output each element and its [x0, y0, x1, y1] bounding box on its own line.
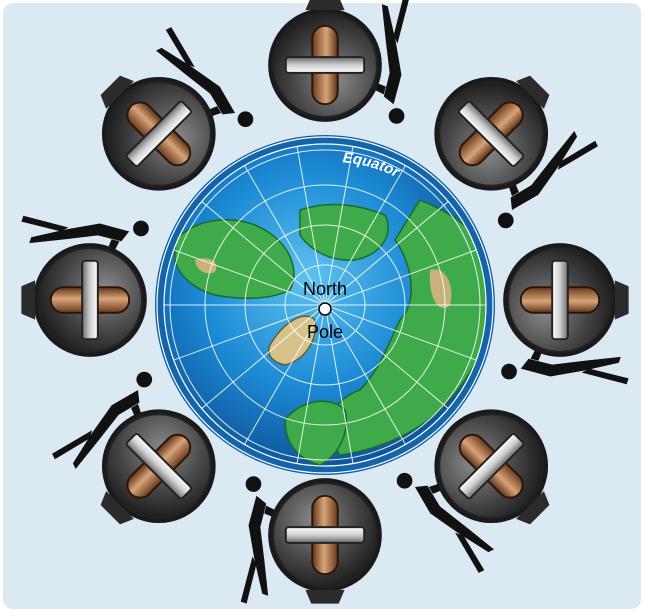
gyro-right — [500, 242, 630, 386]
landmass-greenland — [268, 315, 317, 366]
pole-label: Pole — [307, 322, 343, 342]
landmass-north-america — [174, 219, 295, 300]
north-label: North — [303, 279, 347, 299]
gyro-bottom — [239, 475, 383, 605]
landmass-south — [284, 400, 347, 466]
gyro-left — [20, 214, 150, 358]
gyro-top — [267, 0, 411, 125]
north-pole-marker — [318, 302, 332, 316]
